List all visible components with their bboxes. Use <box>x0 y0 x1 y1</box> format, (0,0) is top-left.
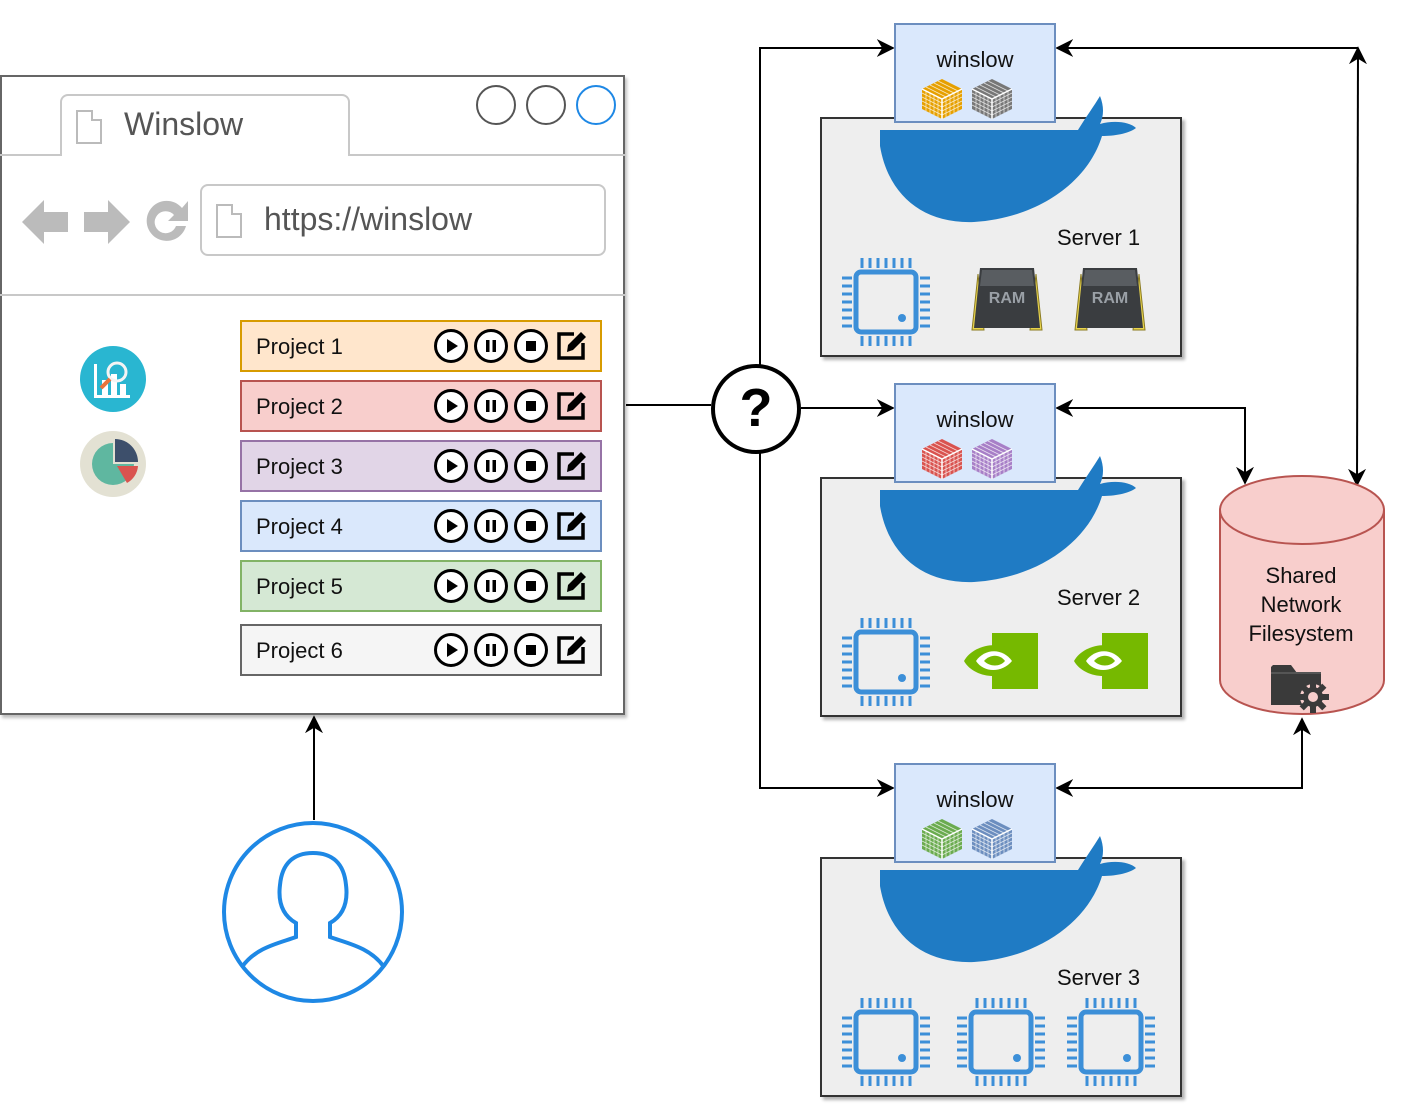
reload-icon[interactable] <box>142 198 190 246</box>
stop-icon[interactable] <box>514 329 548 363</box>
container-cube-icon <box>921 819 963 859</box>
stop-icon[interactable] <box>514 389 548 423</box>
shared-filesystem-label: Shared Network Filesystem <box>1216 561 1386 648</box>
edit-icon[interactable] <box>554 389 588 423</box>
play-icon[interactable] <box>434 329 468 363</box>
cpu-icon <box>957 998 1045 1086</box>
ram-text: RAM <box>1092 290 1128 307</box>
winslow-agent-2: winslow <box>894 383 1056 483</box>
server-1-label: Server 1 <box>1057 225 1141 250</box>
project-row-3[interactable]: Project 3 <box>240 440 602 492</box>
stop-icon[interactable] <box>514 569 548 603</box>
load-balancer-question-icon: ? <box>711 364 801 454</box>
play-icon[interactable] <box>434 633 468 667</box>
project-label: Project 4 <box>256 514 343 539</box>
stop-icon[interactable] <box>514 509 548 543</box>
cpu-icon <box>842 998 930 1086</box>
pause-icon[interactable] <box>474 633 508 667</box>
nvidia-gpu-icon <box>1074 633 1148 689</box>
server1-filesystem-line <box>1348 46 1367 487</box>
pause-icon[interactable] <box>474 329 508 363</box>
forward-arrow-icon[interactable] <box>82 198 130 246</box>
user-avatar-icon <box>222 821 404 1003</box>
page-icon <box>76 110 102 144</box>
edit-icon[interactable] <box>554 509 588 543</box>
docker-whale-icon <box>880 456 1136 583</box>
shared-filesystem-cylinder <box>1219 475 1385 715</box>
router-to-server1-line <box>759 39 895 366</box>
cpu-icon <box>842 258 930 346</box>
play-icon[interactable] <box>434 449 468 483</box>
server2-filesystem-line <box>1055 399 1254 485</box>
container-cube-icon <box>971 439 1013 479</box>
edit-icon[interactable] <box>554 569 588 603</box>
server3-filesystem-line <box>1055 717 1311 797</box>
address-bar[interactable] <box>200 184 606 256</box>
winslow-agent-label: winslow <box>936 407 1014 432</box>
back-arrow-icon[interactable] <box>22 198 70 246</box>
docker-whale-icon <box>880 96 1136 223</box>
tab-title: Winslow <box>124 106 244 142</box>
pie-chart-icon[interactable] <box>80 431 146 497</box>
address-bar-url[interactable]: https://winslow <box>264 201 473 237</box>
url-page-icon <box>216 204 242 238</box>
toolbar-divider <box>0 294 625 296</box>
server-3-label: Server 3 <box>1057 965 1141 990</box>
edit-icon[interactable] <box>554 633 588 667</box>
server-2-label: Server 2 <box>1057 585 1141 610</box>
fs-label-line: Network <box>1260 592 1342 617</box>
stop-icon[interactable] <box>514 633 548 667</box>
project-row-1[interactable]: Project 1 <box>240 320 602 372</box>
winslow-agent-3: winslow <box>894 763 1056 863</box>
fs-label-line: Shared <box>1265 563 1337 588</box>
folder-gear-icon <box>1271 665 1329 713</box>
project-label: Project 6 <box>256 638 343 663</box>
ram-icon: RAM <box>971 268 1043 331</box>
container-cube-icon <box>921 439 963 479</box>
winslow-agent-1: winslow <box>894 23 1056 123</box>
window-close-button[interactable] <box>576 85 616 125</box>
container-cube-icon <box>971 819 1013 859</box>
edit-icon[interactable] <box>554 329 588 363</box>
winslow-agent-label: winslow <box>936 47 1014 72</box>
ram-text: RAM <box>989 290 1025 307</box>
project-label: Project 1 <box>256 334 343 359</box>
ram-icon: RAM <box>1074 268 1146 331</box>
cpu-icon <box>842 618 930 706</box>
project-label: Project 3 <box>256 454 343 479</box>
pause-icon[interactable] <box>474 389 508 423</box>
project-label: Project 5 <box>256 574 343 599</box>
window-minimize-button[interactable] <box>476 85 516 125</box>
pause-icon[interactable] <box>474 449 508 483</box>
project-row-5[interactable]: Project 5 <box>240 560 602 612</box>
container-cube-icon <box>971 79 1013 119</box>
edit-icon[interactable] <box>554 449 588 483</box>
pause-icon[interactable] <box>474 569 508 603</box>
play-icon[interactable] <box>434 509 468 543</box>
project-row-4[interactable]: Project 4 <box>240 500 602 552</box>
window-maximize-button[interactable] <box>526 85 566 125</box>
project-row-6[interactable]: Project 6 <box>240 624 602 676</box>
project-row-2[interactable]: Project 2 <box>240 380 602 432</box>
pause-icon[interactable] <box>474 509 508 543</box>
play-icon[interactable] <box>434 569 468 603</box>
nvidia-gpu-icon <box>964 633 1038 689</box>
project-label: Project 2 <box>256 394 343 419</box>
stop-icon[interactable] <box>514 449 548 483</box>
winslow-agent-label: winslow <box>936 787 1014 812</box>
browser-tab[interactable] <box>60 94 350 156</box>
play-icon[interactable] <box>434 389 468 423</box>
fs-label-line: Filesystem <box>1248 621 1354 646</box>
docker-whale-icon <box>880 836 1136 963</box>
analytics-chart-icon[interactable] <box>80 346 146 412</box>
container-cube-icon <box>921 79 963 119</box>
cpu-icon <box>1067 998 1155 1086</box>
router-to-server3-line <box>759 452 895 797</box>
